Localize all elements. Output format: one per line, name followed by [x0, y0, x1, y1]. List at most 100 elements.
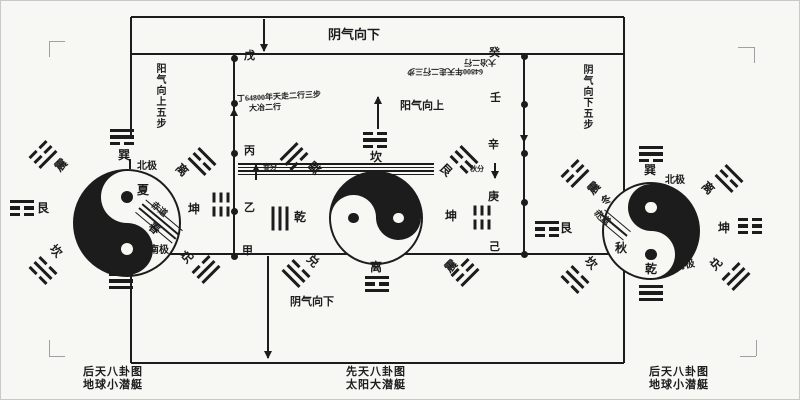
label-kun-center: 坤 — [445, 209, 458, 223]
arrow-band-up — [252, 164, 260, 172]
label-qian-left: 乾 — [113, 256, 126, 270]
autumn-equinox-note: 秋分 — [470, 165, 484, 173]
season-autumn: 秋 — [615, 241, 628, 255]
caption-line: 后天八卦图 — [83, 366, 143, 378]
stem-yi: 乙 — [244, 202, 255, 214]
arrow-band-up-shaft — [255, 165, 257, 180]
arrow-yin-down-bottom — [264, 351, 272, 359]
arrow-stem-line-up-shaft — [233, 109, 235, 123]
yin-qi-down-bottom: 阴气向下 — [290, 296, 334, 308]
label-zhen-right: 震 — [584, 178, 604, 198]
label-zhen-left: 震 — [51, 155, 71, 175]
label-kun-right: 坤 — [718, 221, 731, 235]
diagram-line — [238, 173, 434, 176]
yang-dot — [645, 201, 657, 214]
yang-qi-up-center: 阳气向上 — [400, 100, 444, 112]
label-kan-right: 坎 — [581, 253, 601, 273]
label-qian-right: 乾 — [645, 262, 658, 276]
label-li-center: 离 — [370, 260, 383, 274]
arrow-yang-up-center-shaft — [377, 97, 379, 129]
note-64800-right-2: 大冶二行 — [464, 58, 496, 67]
stem-dot — [520, 250, 528, 258]
arrow-band-down — [491, 171, 499, 179]
crop-mark — [753, 47, 755, 63]
yang-dot — [120, 242, 134, 256]
stem-bing: 丙 — [244, 145, 255, 157]
stem-dot — [230, 54, 238, 62]
stem-ren: 壬 — [490, 92, 501, 104]
arrow-yin-down-top — [260, 44, 268, 52]
crop-mark — [740, 355, 756, 357]
trigram-qian-right-bottom — [639, 284, 663, 302]
trigram-kan-center-top — [363, 131, 387, 149]
diagram-line — [130, 17, 132, 139]
label-li-left: 离 — [172, 160, 192, 180]
trigram-li-left-ne — [187, 146, 217, 176]
season-summer: 夏 — [137, 183, 150, 197]
label-qian-center: 乾 — [294, 210, 307, 224]
caption-line: 地球小潜艇 — [649, 379, 709, 391]
stem-gui: 癸 — [489, 47, 500, 59]
arrow-band-down-shaft — [494, 163, 496, 178]
stem-dot — [520, 100, 528, 108]
caption-line: 地球小潜艇 — [83, 379, 143, 391]
label-kan-left: 坎 — [46, 241, 66, 261]
stem-dot — [230, 207, 238, 215]
label-xun-right: 巽 — [644, 163, 657, 177]
stem-dot — [520, 149, 528, 157]
diagram-line — [238, 170, 434, 172]
caption-houtian-right: 后天八卦图 地球小潜艇 — [649, 366, 709, 392]
crop-mark — [49, 40, 65, 42]
trigram-zhen-right-nw — [560, 158, 590, 188]
arrow-stem-line-down — [520, 135, 528, 143]
south-pole-right: 南极 — [674, 258, 696, 273]
trigram-qian-left-bottom — [109, 272, 133, 290]
diagram-line — [130, 254, 132, 363]
yin-qi-down-top: 阴气向下 — [328, 27, 381, 42]
arrow-yin-down-bottom-shaft — [267, 256, 269, 358]
south-pole-left: 南极 — [149, 245, 169, 256]
trigram-kun-left-east — [212, 192, 230, 216]
diagram-line — [131, 16, 624, 18]
crop-mark — [755, 340, 757, 356]
caption-line: 后天八卦图 — [649, 366, 709, 378]
yang-dot — [393, 212, 404, 224]
stem-dot — [230, 252, 238, 260]
trigram-kan-left-sw — [28, 255, 58, 285]
caption-houtian-left: 后天八卦图 地球小潜艇 — [83, 366, 143, 392]
caption-line: 先天八卦图 — [346, 366, 406, 378]
note-64800-left-2: 大冶二行 — [248, 102, 282, 113]
trigram-gen-left-west — [10, 199, 34, 217]
stem-dot — [520, 198, 528, 206]
crop-mark — [49, 355, 65, 357]
stem-dot — [520, 52, 528, 60]
label-dui-center: 兑 — [303, 251, 323, 271]
trigram-qian-center-west — [271, 206, 289, 230]
diagram-line — [129, 159, 131, 169]
yin-lobe — [627, 184, 675, 231]
trigram-xun-right-top — [639, 145, 663, 163]
arrow-yin-down-top-shaft — [263, 19, 265, 51]
stem-xin: 辛 — [488, 139, 499, 151]
trigram-kan-right-sw — [560, 264, 590, 294]
diagram-line — [131, 362, 624, 364]
yin-lobe — [101, 223, 153, 275]
label-li-right: 离 — [698, 178, 718, 198]
note-64800-right-1: 64800年天走二行三步 — [407, 67, 483, 76]
arrow-stem-line-up — [230, 108, 238, 116]
arrow-stem-line-down-shaft — [523, 123, 525, 142]
taiji-xiantian-center — [329, 171, 423, 265]
stem-geng: 庚 — [488, 191, 499, 203]
trigram-dui-left-se — [191, 254, 221, 284]
trigram-kun-right-east — [738, 217, 762, 235]
trigram-li-center-bottom — [365, 275, 389, 293]
crop-mark — [48, 41, 50, 57]
trigram-xun-left-top — [110, 128, 134, 146]
stem-dot — [230, 99, 238, 107]
diagram-line — [238, 163, 434, 165]
crop-mark — [738, 46, 754, 48]
yin-dot — [645, 248, 657, 261]
label-dui-right: 兑 — [706, 254, 726, 274]
label-gen-left: 艮 — [37, 201, 50, 215]
